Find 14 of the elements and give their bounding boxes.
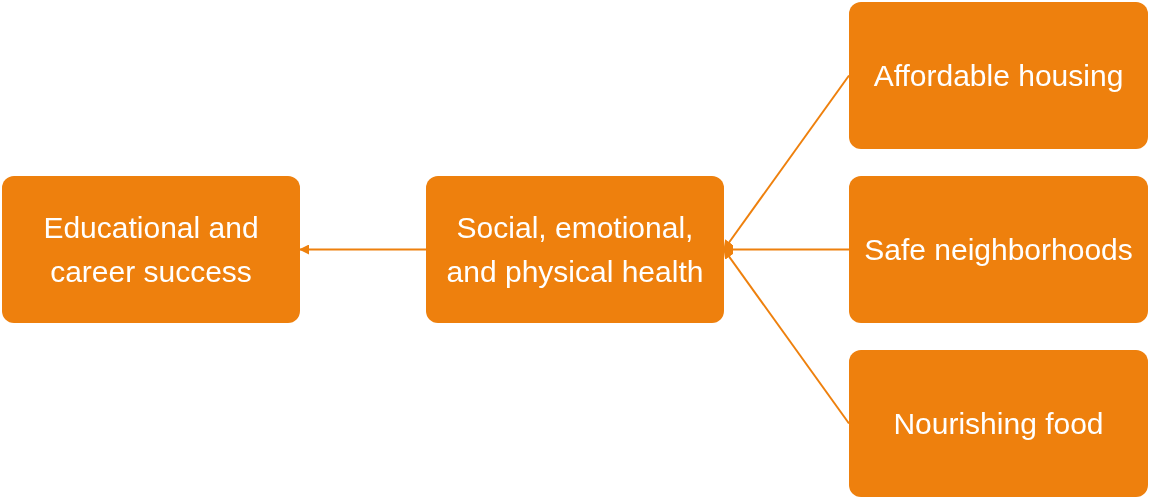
- box-label: Affordable housing: [873, 57, 1124, 94]
- arrow: [723, 248, 850, 425]
- arrow: [723, 244, 850, 255]
- process-box: [849, 350, 1148, 497]
- process-box: [849, 2, 1148, 149]
- process-box: [2, 176, 300, 323]
- arrow: [723, 74, 850, 251]
- process-box: [849, 176, 1148, 323]
- box-label: Nourishing food: [893, 405, 1104, 442]
- process-box: [426, 176, 724, 323]
- box-label: Educational and career success: [42, 210, 260, 290]
- arrow: [299, 244, 427, 255]
- box-label: Safe neighborhoods: [864, 231, 1133, 268]
- box-label: Social, emotional, and physical health: [445, 210, 705, 290]
